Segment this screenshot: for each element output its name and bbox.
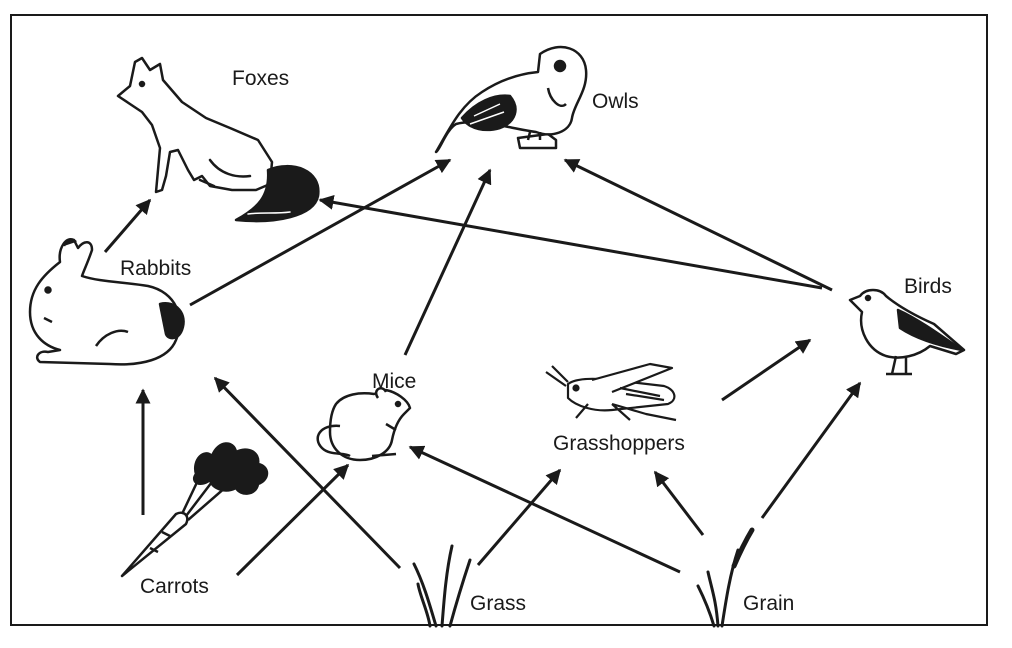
arrow-grasshoppers-to-birds — [721, 338, 812, 402]
label-grass: Grass — [470, 592, 527, 615]
label-birds: Birds — [904, 275, 952, 298]
grasshopper-icon — [545, 362, 677, 422]
label-mice: Mice — [372, 370, 417, 393]
arrow-grain-to-mice — [408, 445, 681, 574]
grain-icon — [696, 527, 755, 628]
arrow-birds-to-owls — [563, 158, 833, 292]
fox-icon — [116, 56, 320, 223]
rabbit-icon — [28, 237, 185, 366]
label-grain: Grain — [743, 592, 795, 615]
arrow-grass-to-grasshoppers — [476, 468, 562, 566]
arrow-grass-to-rabbits — [213, 376, 402, 570]
arrow-grain-to-birds — [760, 381, 862, 519]
label-grasshoppers: Grasshoppers — [553, 432, 685, 455]
arrow-rabbits-to-foxes — [103, 198, 152, 253]
mouse-icon — [316, 387, 412, 462]
label-carrots: Carrots — [140, 575, 209, 598]
grass-icon — [412, 544, 472, 628]
arrow-carrots-to-mice — [235, 463, 350, 577]
label-rabbits: Rabbits — [120, 257, 192, 280]
label-foxes: Foxes — [232, 67, 290, 90]
arrow-rabbits-to-owls — [189, 158, 452, 307]
arrow-birds-to-foxes — [318, 194, 823, 290]
carrot-icon — [120, 442, 269, 578]
label-owls: Owls — [592, 90, 639, 113]
bird-icon — [848, 288, 966, 376]
arrow-mice-to-owls — [403, 168, 492, 356]
arrow-grain-to-grasshoppers — [653, 470, 705, 536]
owl-icon — [434, 45, 588, 154]
